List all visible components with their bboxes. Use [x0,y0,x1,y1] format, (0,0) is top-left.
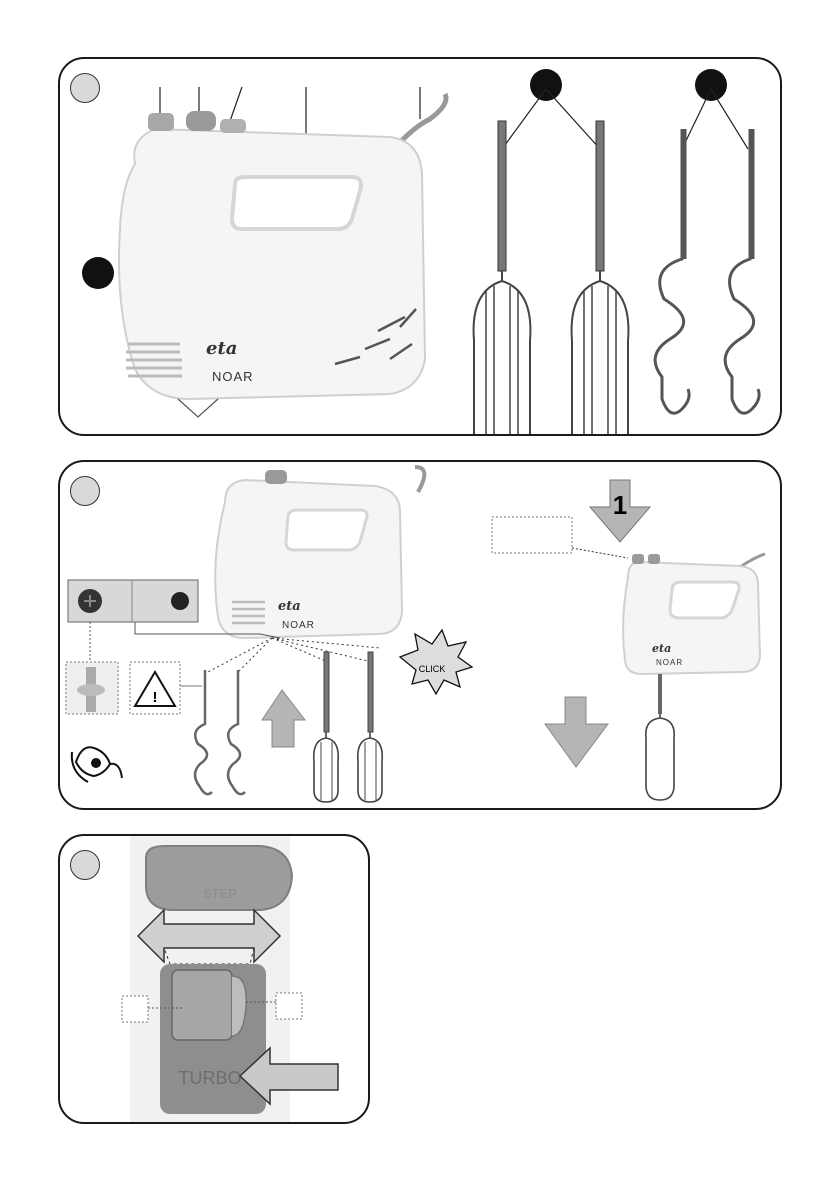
hand-mixer-right: eta NOAR [623,554,765,800]
callout-box-right [276,993,302,1019]
hand-mixer-body: eta NOAR [119,111,425,417]
dough-hooks [655,129,759,413]
panel-speed-switch: STEP TURBO [58,834,370,1124]
socket-detail-inset [68,580,198,622]
beater-collar-inset [66,662,118,714]
warning-box: ! [130,662,202,714]
eye-icon [72,747,122,782]
step-callout-box [492,517,572,553]
warning-symbol: ! [153,689,158,706]
whisk-beaters-small [314,652,383,802]
speed-label: STEP [203,886,237,901]
brand-logo: eta [652,642,671,655]
model-name: NOAR [282,620,315,631]
hand-mixer-center: eta NOAR [215,467,424,638]
model-name: NOAR [656,658,683,667]
dough-hooks-small [195,670,245,794]
model-name: NOAR [212,369,254,384]
arrow-down-eject-icon [545,697,608,767]
arrow-up-icon [262,690,305,747]
brand-logo: eta [278,599,301,614]
panel-assembly: eta NOAR ! [58,460,782,810]
brand-logo: eta [206,338,237,359]
callout-box-left [122,996,148,1022]
panel-parts-overview: eta NOAR [58,57,782,436]
whisk-beaters [474,121,629,436]
turbo-button-label: TURBO [179,1068,242,1088]
click-burst-icon: CLICK [400,630,472,694]
parts-illustration: eta NOAR [60,59,782,436]
click-label: CLICK [419,664,446,674]
step-number: 1 [613,490,627,520]
connection-lines [208,638,380,672]
speed-switch-illustration: STEP TURBO [60,836,370,1124]
assembly-illustration: eta NOAR ! [60,462,782,810]
